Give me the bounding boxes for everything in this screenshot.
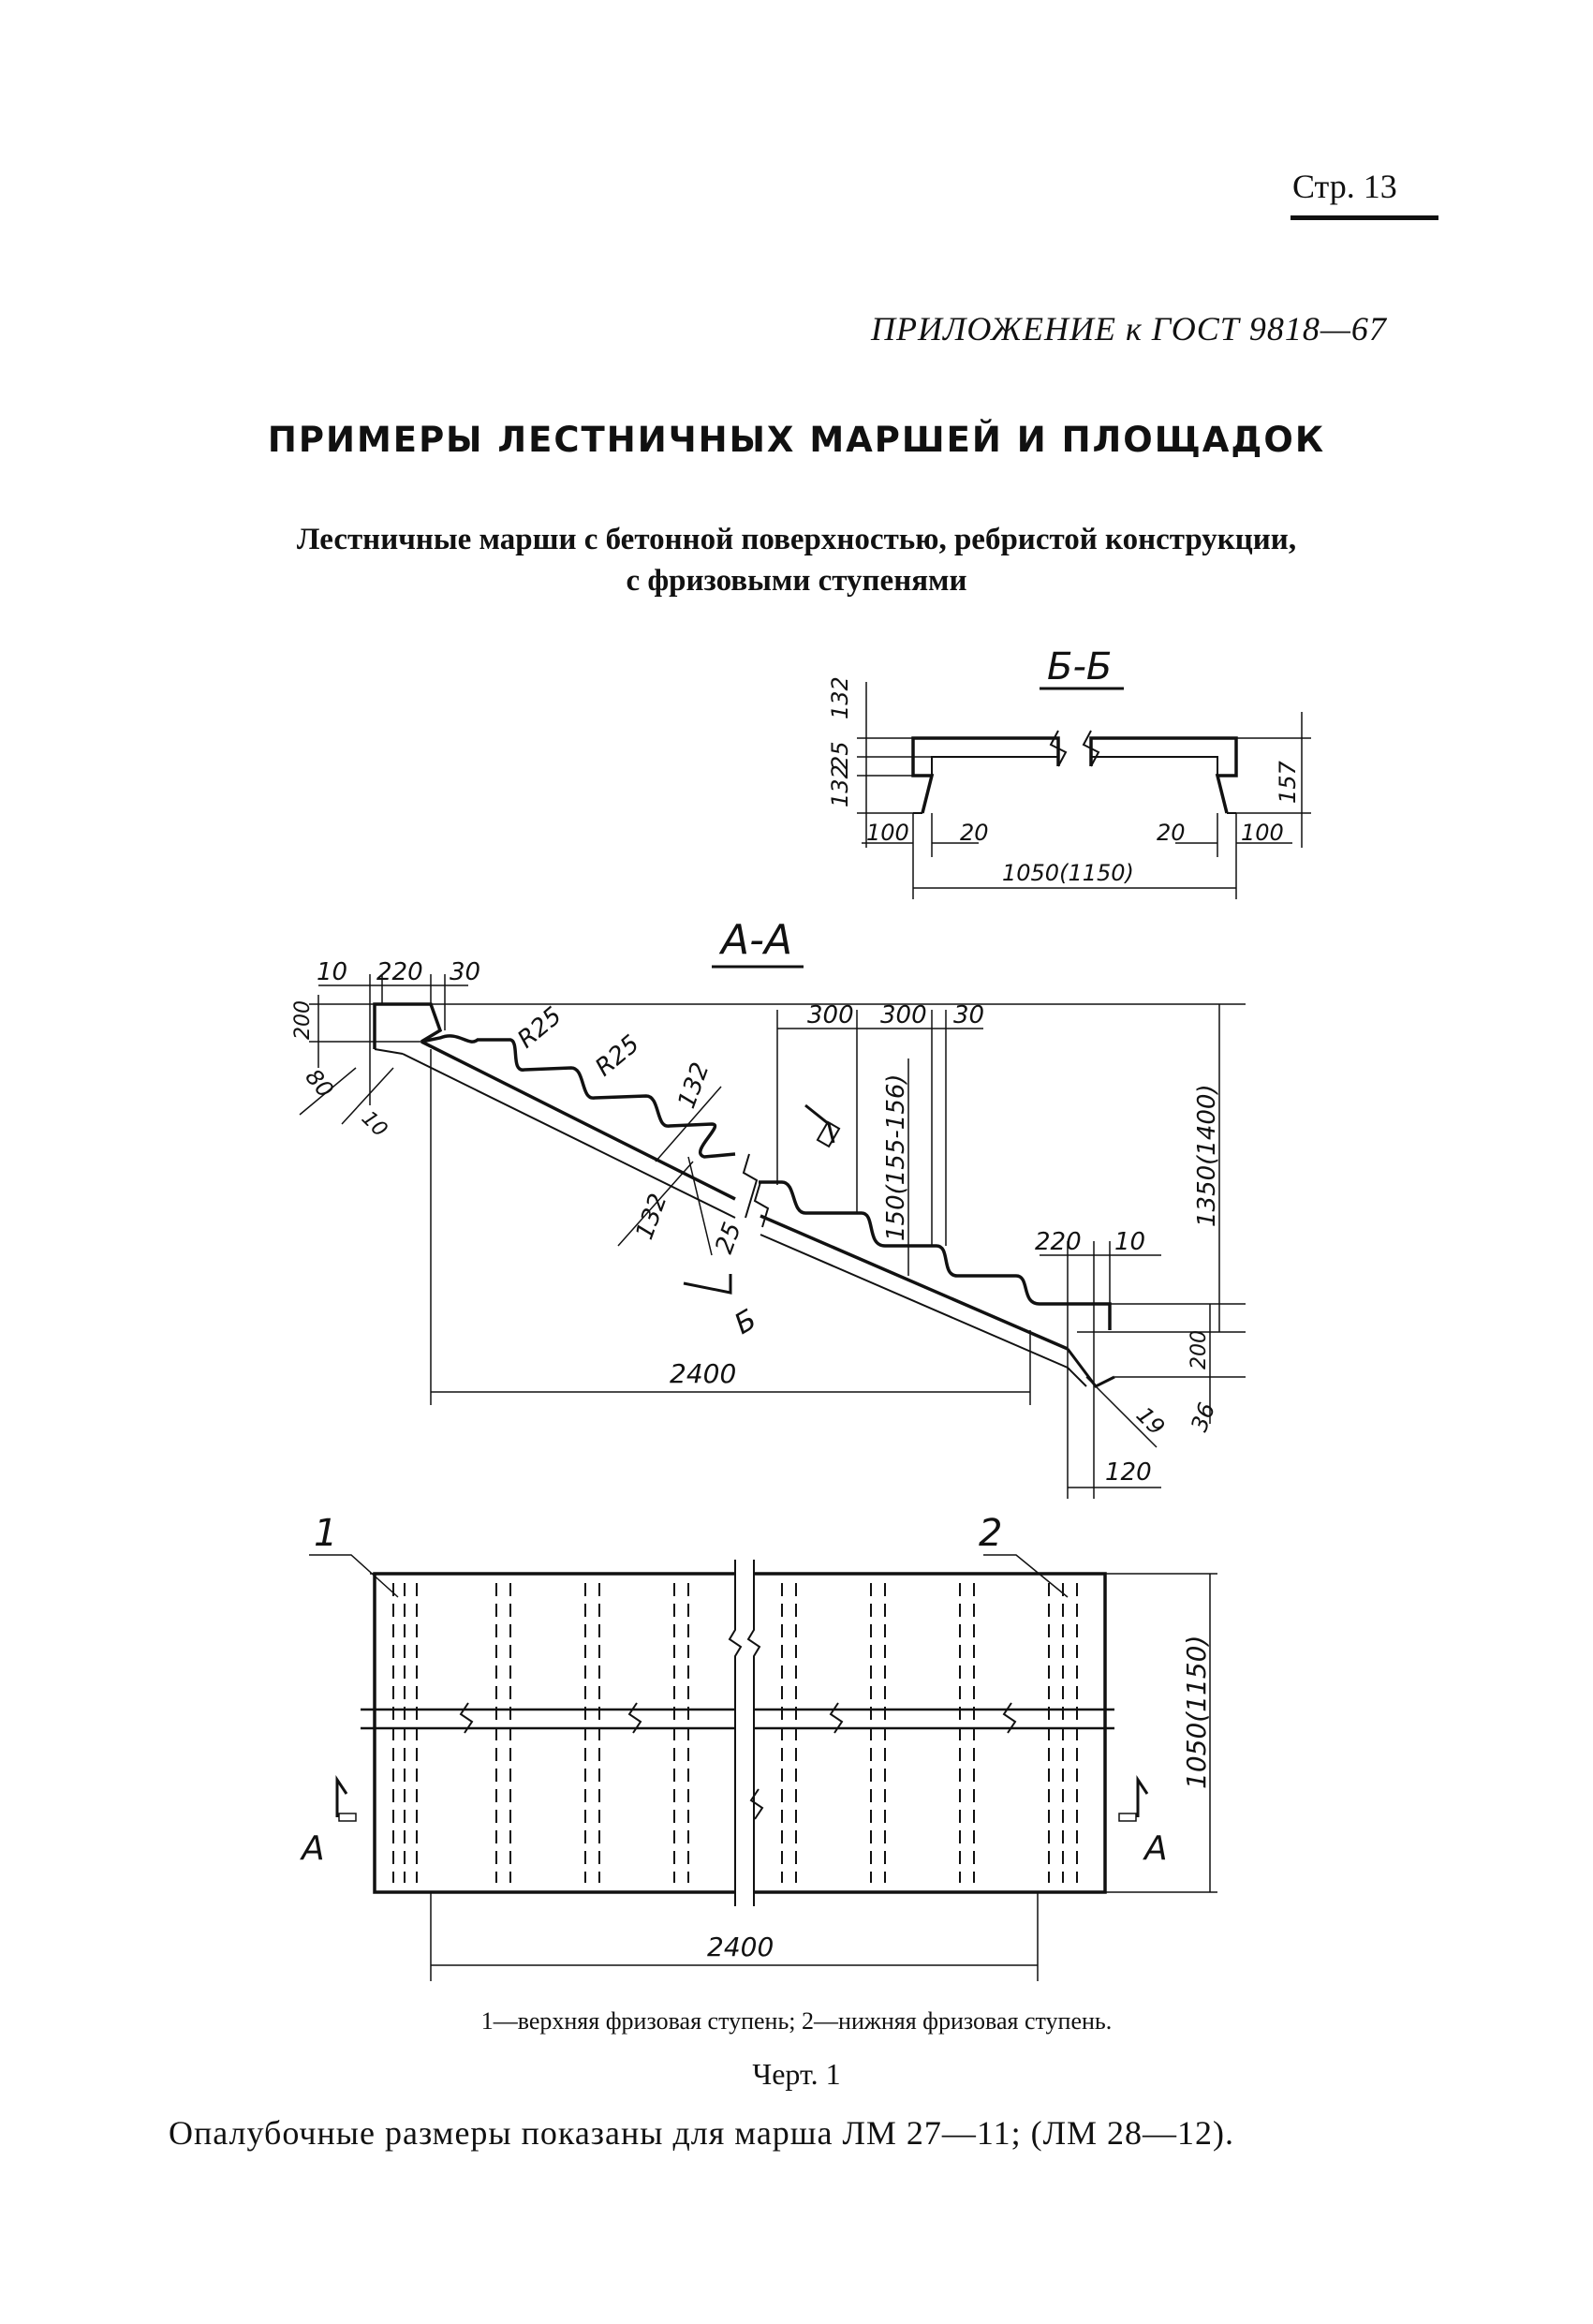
svg-text:10: 10	[317, 958, 347, 986]
cut-label-b: Б	[730, 1303, 762, 1341]
section-aa: А-А 10 220	[291, 916, 1246, 1499]
section-aa-title: А-А	[718, 916, 792, 964]
svg-text:300: 300	[807, 1001, 854, 1029]
cut-label-a-left: А	[300, 1829, 325, 1868]
figure-legend: 1—верхняя фризовая ступень; 2—нижняя фри…	[480, 2007, 1113, 2035]
svg-text:30: 30	[450, 958, 480, 986]
svg-text:R25: R25	[590, 1029, 644, 1082]
svg-text:25: 25	[827, 741, 853, 770]
svg-text:10: 10	[1114, 1228, 1145, 1256]
svg-text:30: 30	[953, 1001, 984, 1029]
svg-text:120: 120	[1105, 1458, 1152, 1487]
svg-text:200: 200	[1187, 1330, 1211, 1369]
svg-text:2400: 2400	[707, 1932, 774, 1962]
note: Опалубочные размеры показаны для марша Л…	[169, 2114, 1234, 2152]
section-bb-title: Б-Б	[1047, 645, 1112, 688]
svg-text:80: 80	[300, 1064, 338, 1103]
page-number-rule	[1291, 215, 1438, 220]
section-bb: Б-Б 132 25 132 157 100	[827, 645, 1311, 899]
svg-text:1350(1400): 1350(1400)	[1193, 1084, 1221, 1227]
cut-label-a-right: А	[1143, 1829, 1168, 1868]
svg-text:R25: R25	[512, 1001, 567, 1054]
svg-text:25: 25	[710, 1219, 747, 1257]
callout-1: 1	[314, 1512, 337, 1555]
svg-text:10: 10	[357, 1107, 391, 1142]
svg-text:220: 220	[1035, 1228, 1082, 1256]
subtitle-line-2: с фризовыми ступенями	[626, 564, 967, 598]
figure-label: Черт. 1	[752, 2057, 841, 2091]
svg-text:19: 19	[1131, 1401, 1170, 1440]
svg-text:157: 157	[1275, 760, 1301, 804]
svg-text:20: 20	[960, 820, 989, 846]
plan-view: 1 2 1050(1150) 2400 А А	[300, 1512, 1217, 1981]
svg-text:150(155-156): 150(155-156)	[882, 1073, 910, 1241]
svg-text:1050(1150): 1050(1150)	[1181, 1636, 1212, 1789]
page-title: ПРИМЕРЫ ЛЕСТНИЧНЫХ МАРШЕЙ И ПЛОЩАДОК	[267, 420, 1326, 460]
subtitle-line-1: Лестничные марши с бетонной поверхностью…	[296, 523, 1297, 556]
svg-text:132: 132	[827, 764, 853, 807]
svg-text:132: 132	[630, 1190, 672, 1243]
svg-text:220: 220	[376, 958, 423, 986]
svg-text:132: 132	[827, 676, 853, 719]
svg-text:1050(1150): 1050(1150)	[1002, 860, 1134, 886]
svg-text:20: 20	[1157, 820, 1186, 846]
svg-text:132: 132	[672, 1058, 715, 1112]
svg-text:200: 200	[291, 1000, 315, 1040]
svg-text:2400: 2400	[670, 1358, 736, 1389]
callout-2: 2	[979, 1512, 1002, 1555]
appendix-reference: ПРИЛОЖЕНИЕ к ГОСТ 9818—67	[871, 310, 1387, 348]
svg-text:100: 100	[1241, 820, 1284, 846]
svg-text:300: 300	[880, 1001, 927, 1029]
page-number: Стр. 13	[1292, 168, 1397, 205]
svg-text:36: 36	[1186, 1399, 1220, 1435]
svg-text:100: 100	[866, 820, 909, 846]
